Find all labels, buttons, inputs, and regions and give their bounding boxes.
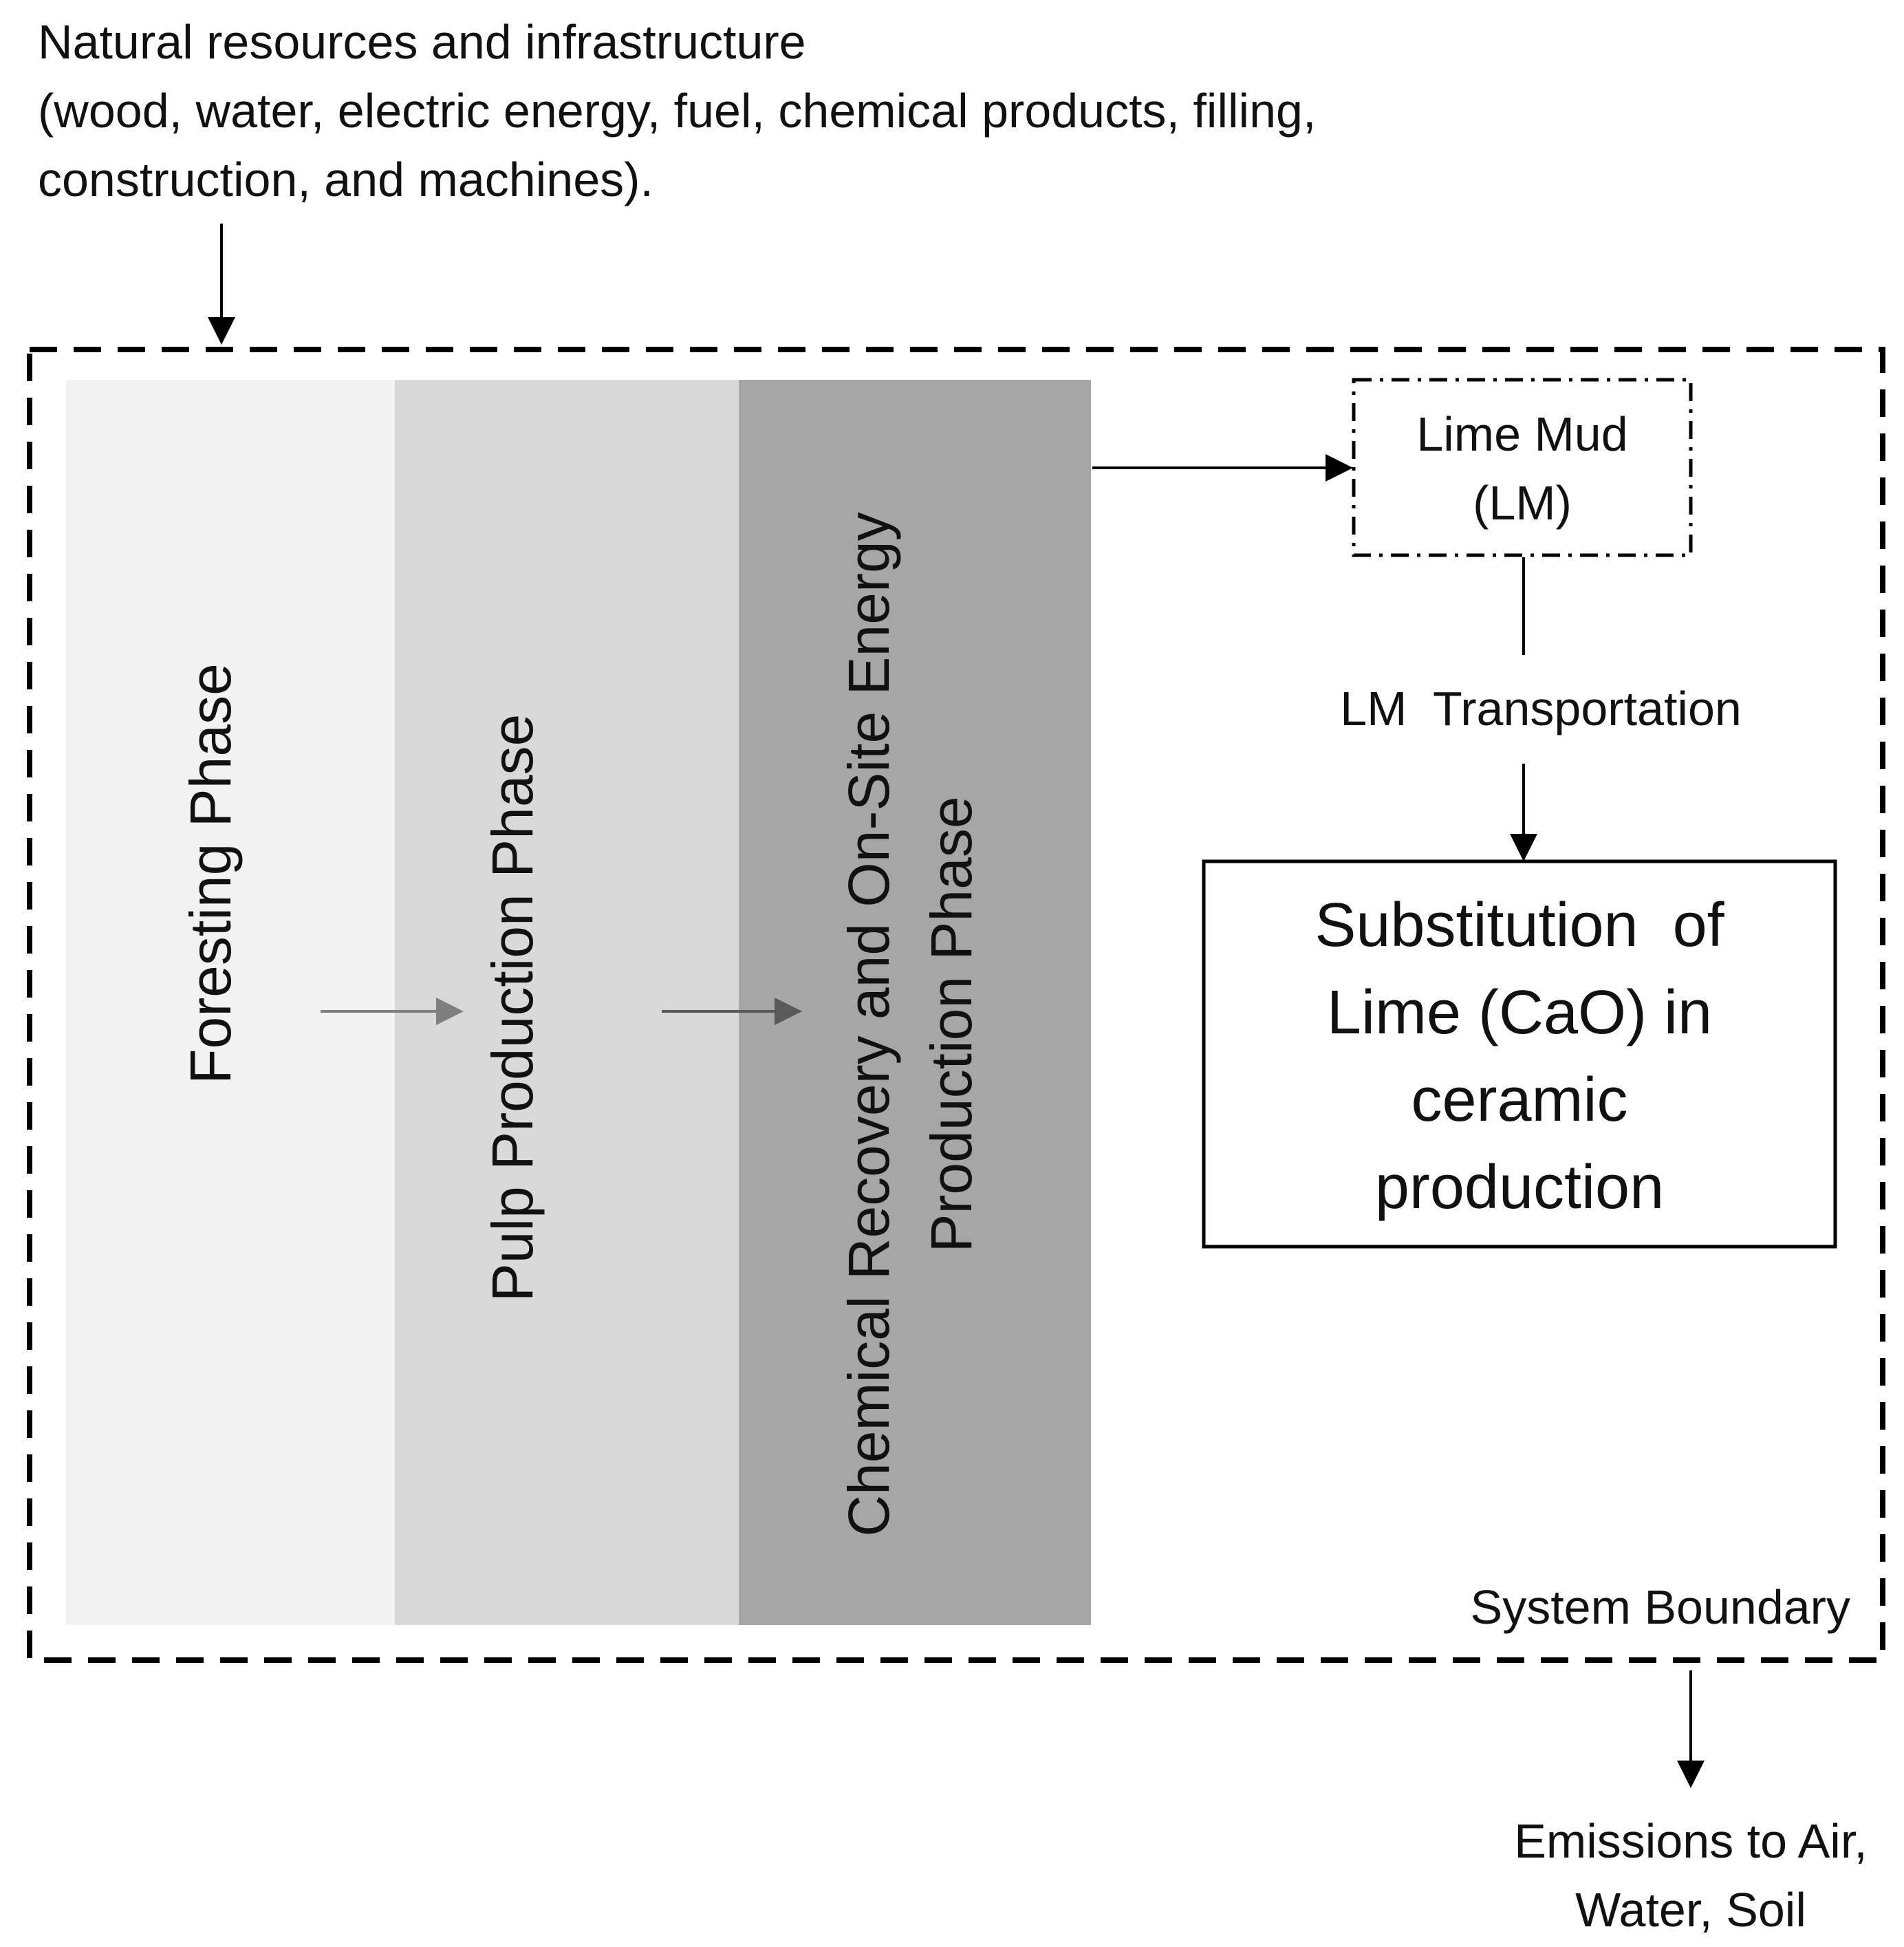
foresting-phase-band: [66, 380, 395, 1625]
lime-mud-label-line-2: (LM): [1473, 476, 1572, 530]
foresting-phase-label: Foresting Phase: [178, 663, 243, 1084]
pulp-production-phase-label: Pulp Production Phase: [480, 714, 545, 1302]
emissions-line-1: Emissions to Air,: [1514, 1814, 1868, 1868]
inputs-line-2: (wood, water, electric energy, fuel, che…: [38, 84, 1316, 138]
emissions-line-2: Water, Soil: [1575, 1883, 1806, 1937]
system-boundary-box: [27, 347, 1885, 1663]
inputs-text: Natural resources and infrastructure (wo…: [38, 15, 1316, 206]
chemical-recovery-phase-label-line-2: Production Phase: [919, 796, 984, 1252]
lm-transportation-label: LM Transportation: [1340, 682, 1742, 735]
chemical-recovery-phase-band: [739, 380, 1091, 1625]
inputs-line-1: Natural resources and infrastructure: [38, 15, 806, 69]
system-boundary-label: System Boundary: [1471, 1580, 1850, 1634]
substitution-line-3: ceramic: [1411, 1066, 1627, 1134]
chemical-recovery-phase-label-line-1: Chemical Recovery and On-Site Energy: [836, 512, 901, 1536]
lime-mud-box: [1352, 378, 1693, 557]
pulp-production-phase-band: [395, 380, 739, 1625]
substitution-line-4: production: [1375, 1153, 1664, 1222]
lime-mud-label-line-1: Lime Mud: [1416, 407, 1627, 461]
substitution-line-2: Lime (CaO) in: [1327, 978, 1712, 1047]
substitution-box: [1202, 859, 1837, 1249]
inputs-line-3: construction, and machines).: [38, 153, 653, 206]
substitution-line-1: Substitution of: [1315, 891, 1724, 960]
